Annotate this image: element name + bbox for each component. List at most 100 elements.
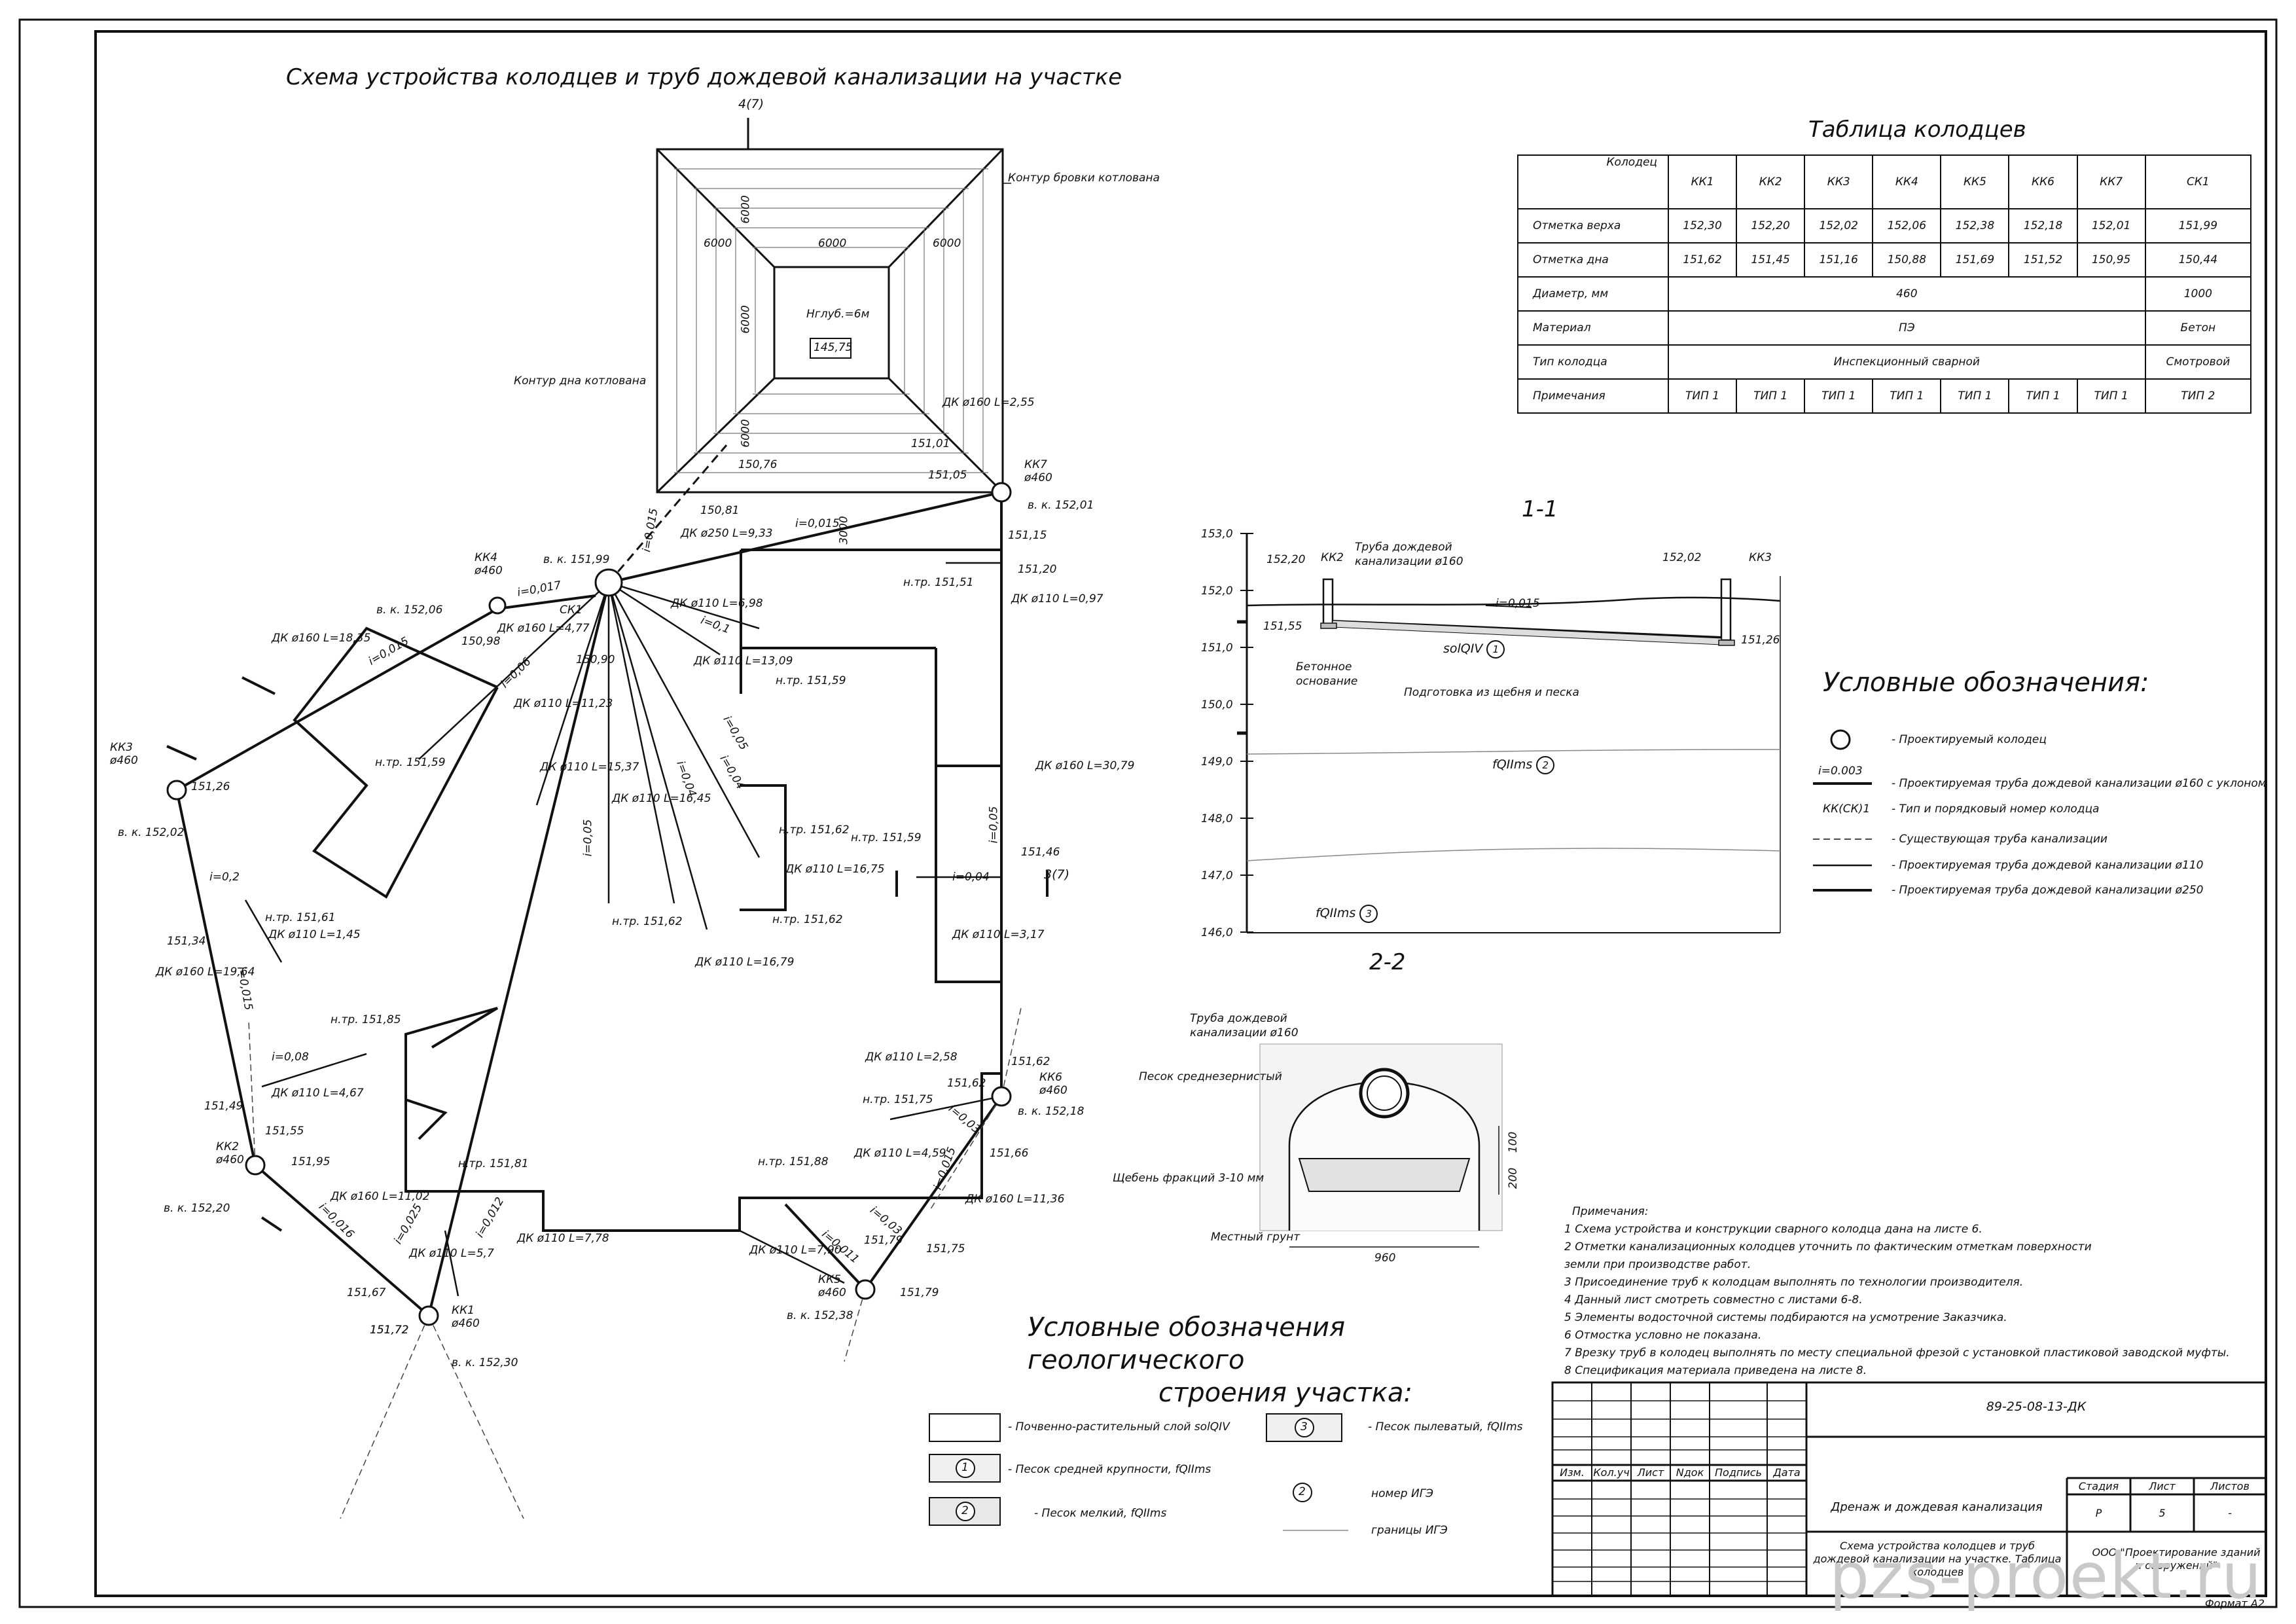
elev-7: 147,0 <box>1201 869 1233 882</box>
note-5: 5 Элементы водосточной системы подбирают… <box>1564 1311 2007 1324</box>
geo-legend-title-1: Условные обозначения <box>1028 1312 1346 1343</box>
pit-dim-3: 6000 <box>933 237 961 250</box>
wells-table-corner: Колодец <box>1517 154 1669 209</box>
well-sk1-label: СК1 <box>560 604 583 617</box>
section-2-2-pipe: Труба дождевой канализации ø160 <box>1190 1012 1299 1039</box>
pipe-label-18: ДК ø110 L=4,67 <box>272 1087 364 1100</box>
tb-sheets: - <box>2228 1507 2232 1519</box>
elev-4: 150,0 <box>1201 698 1233 712</box>
table-row: Примечания ТИП 1 ТИП 1 ТИП 1 ТИП 1 ТИП 1… <box>1517 378 2252 414</box>
note-2b: земли при производстве работ. <box>1564 1258 1751 1271</box>
table-row: Отметка верха 152,30 152,20 152,02 152,0… <box>1517 208 2252 244</box>
table-row: Тип колодца Инспекционный сварной Смотро… <box>1517 344 2252 380</box>
tb-sheet: 5 <box>2159 1507 2166 1519</box>
pipe-label-15: ДК ø110 L=6,98 <box>671 597 763 610</box>
well-kk7-mark: 151,15 <box>1008 529 1047 542</box>
section-right-well: КК3 <box>1749 551 1772 564</box>
doc-code: 89-25-08-13-ДК <box>1986 1399 2087 1414</box>
geo-num-3: 3 <box>1300 1420 1308 1434</box>
legend-item-3: - Тип и порядковый номер колодца <box>1892 803 2100 816</box>
mark-14: 150,76 <box>738 458 778 471</box>
pipe-label-20: ДК ø110 L=7,78 <box>517 1232 609 1245</box>
tb-header-list: Лист <box>1637 1466 1664 1479</box>
slope-15: i=0,04 <box>952 871 990 884</box>
geo-num-1: 1 <box>961 1461 969 1474</box>
geo-item-3: - Песок мелкий, fQIIms <box>1034 1507 1167 1520</box>
well-kk5-mark: 151,79 <box>864 1234 903 1247</box>
note-6: 6 Отмостка условно не показана. <box>1564 1329 1762 1342</box>
legend-item-6: - Проектируемая труба дождевой канализац… <box>1892 884 2204 897</box>
geo-num-4: 2 <box>1299 1485 1306 1498</box>
tb-header-podpis: Подпись <box>1715 1466 1762 1479</box>
geo-item-1: - Почвенно-растительный слой solQIV <box>1008 1420 1230 1434</box>
geo-legend-boxes <box>929 1413 1348 1531</box>
well-kk2 <box>245 1155 266 1176</box>
pipe-label-2: ДК ø160 L=19,64 <box>156 965 255 979</box>
table-row: Материал ПЭ Бетон <box>1517 310 2252 346</box>
mark-21: 151,67 <box>347 1286 386 1299</box>
pit-dim-5: 6000 <box>739 305 753 334</box>
sheet-format: Формат А2 <box>2204 1597 2265 1610</box>
section-base: Бетонное основание <box>1296 660 1358 688</box>
sheet-title: Схема устройства колодцев и труб дождево… <box>1813 1540 2062 1578</box>
well-kk3-mark: 151,26 <box>191 780 230 793</box>
well-kk1-top: в. к. 152,30 <box>452 1356 518 1369</box>
geo-item-6: границы ИГЭ <box>1371 1524 1448 1537</box>
well-sk1-mark: 150,90 <box>576 653 615 666</box>
well-kk7-top: в. к. 152,01 <box>1028 499 1094 512</box>
pit-dim-2: 6000 <box>818 237 847 250</box>
pipe-label-3: ДК ø160 L=11,02 <box>331 1190 430 1203</box>
legend-item-1: - Проектируемый колодец <box>1892 733 2047 746</box>
pipe-label-12: ДК ø110 L=16,75 <box>785 863 885 876</box>
project-name: Дренаж и дождевая канализация <box>1831 1500 2043 1514</box>
pipes-110 <box>244 562 1002 1297</box>
geo-num-2: 2 <box>961 1504 969 1517</box>
tb-header-koluch: Кол.уч <box>1593 1466 1630 1479</box>
mark-12: н.тр. 151,75 <box>863 1093 933 1106</box>
mark-4: н.тр. 151,62 <box>779 823 850 837</box>
slope-5: i=0,2 <box>209 871 240 884</box>
well-sk1-top: в. к. 151,99 <box>543 553 610 566</box>
mark-8: н.тр. 151,61 <box>265 911 336 924</box>
section-left-bottom: 151,55 <box>1263 620 1302 633</box>
pipe-label-17: ДК ø110 L=1,45 <box>268 928 361 941</box>
section-1-1 <box>1237 533 1781 933</box>
mark-24: 151,66 <box>990 1147 1029 1160</box>
mark-25: 151,62 <box>947 1077 986 1090</box>
pipe-250 <box>607 444 728 583</box>
mark-7: н.тр. 151,59 <box>851 831 922 844</box>
inner-border <box>94 30 2267 1597</box>
legend-symbols <box>1813 729 1872 892</box>
layer-3-label: fQIIms 3 <box>1316 905 1378 923</box>
section-1-1-pipe: Труба дождевой канализации ø160 <box>1355 541 1463 568</box>
section-2-2-dim-2: 200 <box>1507 1167 1520 1189</box>
pipes-160 <box>175 491 1003 1317</box>
mark-15: 151,01 <box>911 437 950 450</box>
section-2-2-soil: Местный грунт <box>1211 1231 1300 1244</box>
col-head: КК3 <box>1804 154 1874 209</box>
elev-2: 152,0 <box>1201 585 1233 598</box>
well-kk6-mark: 151,62 <box>1011 1055 1050 1068</box>
geo-item-2: - Песок средней крупности, fQIIms <box>1008 1463 1211 1476</box>
well-kk7 <box>991 482 1012 503</box>
pipe-label-9: ДК ø110 L=11,23 <box>514 697 613 710</box>
mark-9: н.тр. 151,85 <box>331 1013 401 1026</box>
mark-16: 151,05 <box>928 469 967 482</box>
mark-20: 151,49 <box>204 1100 243 1113</box>
drawing-title: Схема устройства колодцев и труб дождево… <box>286 64 1122 90</box>
excavation-pit <box>656 148 1004 494</box>
pipe-label-19: ДК ø110 L=5,7 <box>409 1247 494 1260</box>
wells <box>166 482 1012 1326</box>
slope-16: i=0,05 <box>987 806 1001 844</box>
well-sk1 <box>594 568 623 597</box>
mark-13: 150,81 <box>700 504 740 517</box>
tb-header-data: Дата <box>1773 1466 1801 1479</box>
mark-17: 151,20 <box>1018 563 1057 576</box>
pipe-label-5: ДК ø160 L=2,55 <box>942 396 1035 409</box>
section-left-top: 152,20 <box>1266 553 1306 566</box>
legend-item-4: - Существующая труба канализации <box>1892 833 2108 846</box>
pipe-label-14: ДК ø110 L=13,09 <box>694 655 793 668</box>
